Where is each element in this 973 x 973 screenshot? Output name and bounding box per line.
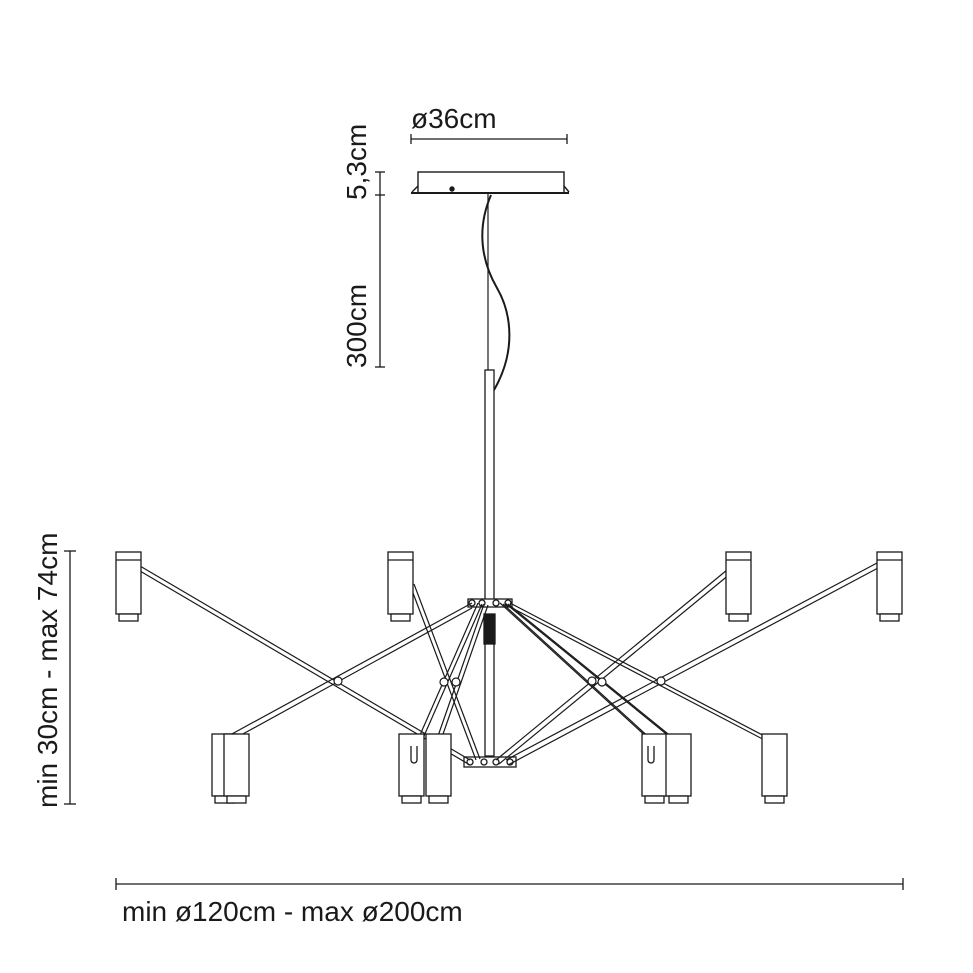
dimension-canopy-height: [375, 171, 385, 196]
label-fixture-height: min 30cm - max 74cm: [32, 533, 63, 808]
suspension-cable: [481, 193, 511, 391]
dimension-fixture-diameter: [115, 878, 904, 890]
light-head: [665, 733, 692, 804]
central-stem: [483, 369, 496, 757]
label-canopy-height: 5,3cm: [341, 124, 372, 200]
label-cable-length: 300cm: [341, 284, 372, 368]
label-fixture-diameter: min ø120cm - max ø200cm: [122, 896, 463, 927]
dimension-canopy-diameter: [410, 134, 568, 144]
light-head: [387, 551, 414, 622]
light-head: [223, 733, 250, 804]
dimension-fixture-height: [64, 550, 76, 805]
scissor-arms: [139, 562, 879, 766]
arm-pivot-joints: [333, 676, 666, 687]
light-head: [761, 733, 788, 804]
light-head: [725, 551, 752, 622]
light-head: [641, 733, 668, 804]
light-head: [398, 733, 425, 804]
dimension-cable-length: [375, 195, 385, 368]
ceiling-canopy: [411, 171, 570, 194]
light-head: [876, 551, 903, 622]
light-head: [425, 733, 452, 804]
light-head: [115, 551, 142, 622]
label-canopy-diameter: ø36cm: [411, 103, 497, 134]
